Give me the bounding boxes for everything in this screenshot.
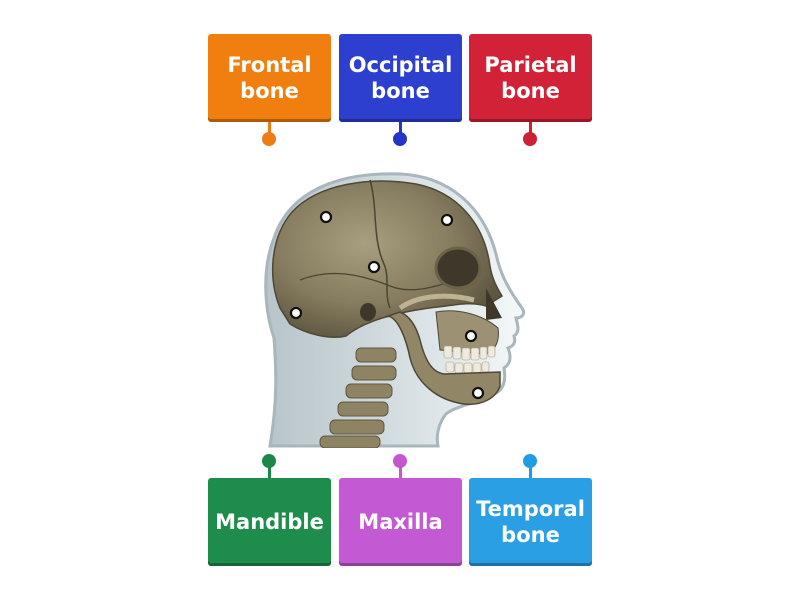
label-temporal-bone-text: Temporal bone bbox=[476, 497, 585, 547]
connector-parietal-bone bbox=[529, 122, 532, 136]
pin-occipital-bone bbox=[393, 132, 407, 146]
hotspot-4[interactable] bbox=[289, 306, 303, 320]
label-parietal-bone-text: Parietal bone bbox=[484, 53, 577, 103]
label-maxilla-text: Maxilla bbox=[358, 510, 443, 534]
connector-temporal-bone bbox=[529, 466, 532, 480]
hotspot-2[interactable] bbox=[440, 213, 454, 227]
skull-diagram bbox=[264, 172, 526, 448]
pin-temporal-bone bbox=[523, 454, 537, 468]
cervical-spine bbox=[319, 347, 397, 448]
pin-frontal-bone bbox=[262, 132, 276, 146]
connector-occipital-bone bbox=[399, 122, 402, 136]
label-mandible-text: Mandible bbox=[215, 510, 324, 534]
hotspots bbox=[289, 210, 485, 400]
eye-orbit bbox=[434, 246, 482, 290]
pin-maxilla bbox=[393, 454, 407, 468]
teeth bbox=[443, 345, 496, 374]
label-mandible[interactable]: Mandible bbox=[208, 478, 331, 566]
label-maxilla[interactable]: Maxilla bbox=[339, 478, 462, 566]
pin-parietal-bone bbox=[523, 132, 537, 146]
connector-maxilla bbox=[399, 466, 402, 480]
label-occipital-bone-text: Occipital bone bbox=[348, 53, 453, 103]
connector-mandible bbox=[268, 466, 271, 480]
skull-mandible bbox=[385, 311, 501, 406]
label-frontal-bone-text: Frontal bone bbox=[227, 53, 312, 103]
label-occipital-bone[interactable]: Occipital bone bbox=[339, 34, 462, 122]
hotspot-1[interactable] bbox=[319, 210, 333, 224]
pin-mandible bbox=[262, 454, 276, 468]
label-frontal-bone[interactable]: Frontal bone bbox=[208, 34, 331, 122]
hotspot-5[interactable] bbox=[464, 329, 478, 343]
connector-frontal-bone bbox=[268, 122, 271, 136]
hotspot-6[interactable] bbox=[471, 386, 485, 400]
label-temporal-bone[interactable]: Temporal bone bbox=[469, 478, 592, 566]
label-parietal-bone[interactable]: Parietal bone bbox=[469, 34, 592, 122]
hotspot-3[interactable] bbox=[367, 260, 381, 274]
